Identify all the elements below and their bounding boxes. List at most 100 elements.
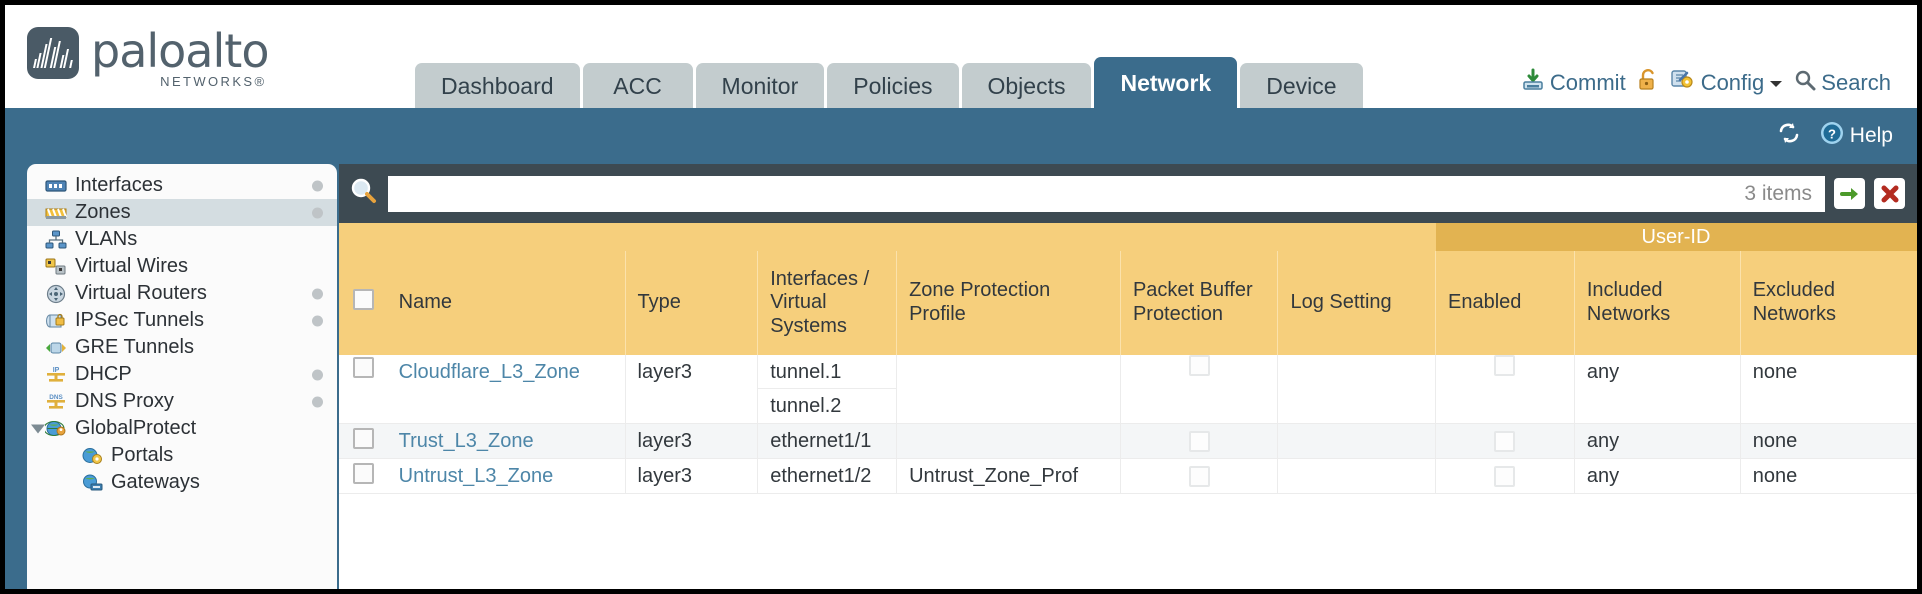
checkbox-icon[interactable]: [353, 427, 374, 449]
checkbox-icon[interactable]: [353, 462, 374, 484]
lock-button[interactable]: [1637, 68, 1659, 98]
sidebar-item-portals[interactable]: Portals: [27, 442, 337, 469]
row-select-checkbox[interactable]: [339, 355, 387, 424]
svg-text:?: ?: [1828, 127, 1836, 142]
sidebar-item-indicator: [312, 180, 323, 191]
sidebar-item-interfaces[interactable]: Interfaces: [27, 172, 337, 199]
search-button[interactable]: Search: [1794, 69, 1891, 97]
sidebar-item-ipsec-tunnels[interactable]: IPSec Tunnels: [27, 307, 337, 334]
userid-enabled-cell: [1435, 355, 1575, 424]
checkbox-icon[interactable]: [1188, 430, 1210, 452]
sidebar-item-globalprotect[interactable]: GlobalProtect: [27, 415, 337, 442]
sidebar-item-gre-tunnels[interactable]: GRE Tunnels: [27, 334, 337, 361]
sidebar-item-label: Portals: [111, 444, 174, 466]
select-all-checkbox[interactable]: [339, 251, 387, 355]
tab-acc[interactable]: ACC: [582, 62, 693, 108]
row-select-checkbox[interactable]: [339, 458, 387, 494]
interface-value: tunnel.1: [758, 355, 897, 389]
sidebar-item-label: VLANs: [75, 228, 138, 250]
column-header-packet-buffer-protection[interactable]: Packet Buffer Protection: [1120, 251, 1279, 355]
log-setting-cell: [1277, 458, 1436, 494]
vlans-icon: [45, 230, 71, 250]
sidebar-item-vlans[interactable]: VLANs: [27, 226, 337, 253]
brand-wordmark: paloalto NETWORKS®: [91, 27, 269, 88]
excluded-networks-value: none: [1752, 464, 1798, 487]
column-header-interfaces-virtual-systems[interactable]: Interfaces / Virtual Systems: [757, 251, 898, 355]
sidebar-item-indicator: [312, 369, 323, 380]
column-header-name[interactable]: Name: [386, 251, 626, 355]
userid-enabled-cell: [1435, 458, 1575, 494]
commit-button[interactable]: Commit: [1521, 68, 1626, 98]
zone-type-value: layer3: [637, 464, 693, 487]
included-networks-value: any: [1586, 464, 1620, 487]
checkbox-icon[interactable]: [1494, 465, 1516, 487]
tab-objects[interactable]: Objects: [961, 62, 1092, 108]
zone-name-link[interactable]: Untrust_L3_Zone: [398, 464, 554, 487]
column-header-type[interactable]: Type: [625, 251, 759, 355]
sidebar-item-indicator: [312, 315, 323, 326]
checkbox-icon[interactable]: [1494, 430, 1516, 452]
search-input[interactable]: [397, 182, 1745, 205]
sidebar-item-label: Interfaces: [75, 174, 163, 196]
zone-type-cell: layer3: [625, 423, 759, 459]
column-header-zone-protection-profile[interactable]: Zone Protection Profile: [896, 251, 1121, 355]
config-dropdown[interactable]: Config: [1670, 68, 1784, 98]
chevron-down-icon[interactable]: [31, 424, 45, 433]
packet-buffer-protection-cell: [1120, 458, 1279, 494]
included-networks-value: any: [1586, 429, 1620, 452]
checkbox-icon[interactable]: [353, 289, 374, 311]
items-count: 3 items: [1744, 181, 1812, 205]
included-networks-cell: any: [1574, 458, 1741, 494]
search-magnifier-icon[interactable]: [349, 176, 379, 211]
tab-dashboard[interactable]: Dashboard: [415, 62, 580, 108]
column-header-enabled[interactable]: Enabled: [1435, 251, 1575, 355]
band-right-actions: ? Help: [1775, 120, 1893, 152]
included-networks-value: any: [1586, 361, 1620, 383]
included-networks-cell: any: [1574, 355, 1741, 424]
sidebar-item-zones[interactable]: Zones: [27, 199, 337, 226]
checkbox-icon[interactable]: [353, 357, 374, 378]
excluded-networks-cell: none: [1740, 423, 1917, 459]
chevron-down-icon: [1769, 70, 1783, 96]
sidebar-item-label: Zones: [75, 201, 131, 223]
tab-network[interactable]: Network: [1094, 56, 1238, 108]
interface-value: ethernet1/1: [770, 430, 872, 452]
brand-logo: paloalto NETWORKS®: [27, 27, 269, 88]
clear-filter-button[interactable]: [1874, 178, 1905, 209]
sidebar-item-virtual-routers[interactable]: Virtual Routers: [27, 280, 337, 307]
help-button[interactable]: ? Help: [1819, 120, 1893, 152]
checkbox-icon[interactable]: [1188, 355, 1210, 376]
tab-policies[interactable]: Policies: [827, 62, 959, 108]
search-toolbar: 3 items: [339, 164, 1917, 223]
refresh-icon[interactable]: [1775, 120, 1803, 152]
zone-protection-profile-cell: [896, 355, 1121, 424]
clear-x-icon: [1881, 185, 1898, 202]
gre-tunnels-icon: [45, 338, 71, 358]
search-label: Search: [1821, 70, 1891, 95]
table-row[interactable]: Trust_L3_Zone layer3 ethernet1/1 any none: [339, 423, 1917, 459]
packet-buffer-protection-cell: [1120, 423, 1279, 459]
tab-monitor[interactable]: Monitor: [695, 62, 825, 108]
sidebar-item-virtual-wires[interactable]: Virtual Wires: [27, 253, 337, 280]
apply-filter-button[interactable]: [1834, 178, 1865, 209]
checkbox-icon[interactable]: [1494, 355, 1516, 376]
zone-name-link[interactable]: Trust_L3_Zone: [398, 429, 534, 452]
row-select-checkbox[interactable]: [339, 423, 387, 459]
checkbox-icon[interactable]: [1188, 465, 1210, 487]
sidebar-item-gateways[interactable]: Gateways: [27, 469, 337, 496]
tab-device[interactable]: Device: [1240, 62, 1363, 108]
zone-name-link[interactable]: Cloudflare_L3_Zone: [398, 361, 580, 383]
commit-label: Commit: [1549, 70, 1626, 95]
zone-type-cell: layer3: [625, 458, 759, 494]
column-header-included-networks[interactable]: Included Networks: [1574, 251, 1741, 355]
column-header-excluded-networks[interactable]: Excluded Networks: [1740, 251, 1917, 355]
column-header-log-setting[interactable]: Log Setting: [1277, 251, 1436, 355]
